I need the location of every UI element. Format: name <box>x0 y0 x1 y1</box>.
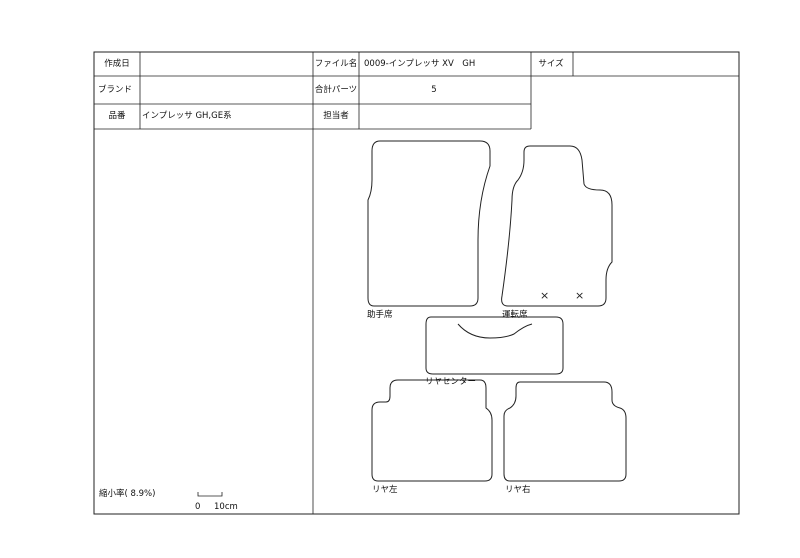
total-parts-value: 5 <box>431 85 437 95</box>
file-name-value: 0009-インプレッサ XV GH <box>364 59 476 69</box>
mat-label-rear-left: リヤ左 <box>372 485 398 495</box>
mat-driver-outline <box>501 145 613 307</box>
driver-mat-mark-right: × <box>575 289 585 302</box>
mat-rear-left-outline <box>371 379 493 482</box>
scale-bar-graphic <box>197 492 223 497</box>
scale-ratio-label: 縮小率( 8.9%) <box>99 489 156 499</box>
product-number-label: 品番 <box>108 111 126 121</box>
size-label: サイズ <box>538 59 564 69</box>
scale-zero-label: 0 <box>195 502 201 512</box>
mat-label-rear-center: リヤセンター <box>425 377 477 387</box>
mat-rear-right-outline <box>503 381 627 482</box>
total-parts-label: 合計パーツ <box>314 85 358 95</box>
mat-label-rear-right: リヤ右 <box>505 485 531 495</box>
person-in-charge-label: 担当者 <box>323 111 349 121</box>
mat-label-passenger: 助手席 <box>367 310 393 320</box>
mat-label-driver: 運転席 <box>502 310 528 320</box>
brand-label: ブランド <box>97 85 133 95</box>
sheet-border <box>93 51 740 515</box>
driver-mat-mark-left: × <box>540 289 550 302</box>
mat-passenger-outline <box>367 140 491 307</box>
product-number-value: インプレッサ GH,GE系 <box>142 111 232 121</box>
created-date-label: 作成日 <box>104 59 130 69</box>
file-name-label: ファイル名 <box>314 59 358 69</box>
mat-rear-center-outline <box>425 316 564 375</box>
scale-ten-cm-label: 10cm <box>214 502 238 512</box>
